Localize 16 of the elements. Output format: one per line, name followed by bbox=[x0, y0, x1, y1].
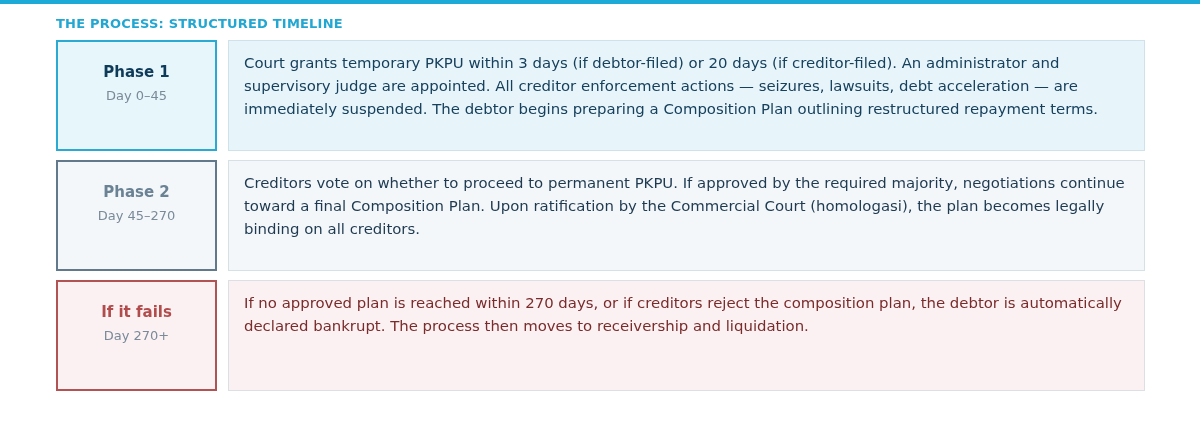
description-panel bbox=[228, 280, 1145, 391]
day-range: Day 270+ bbox=[103, 327, 170, 345]
phase-box bbox=[56, 160, 217, 271]
phase-title: Phase 1 bbox=[103, 62, 170, 82]
diagram-title: THE PROCESS: STRUCTURED TIMELINE bbox=[56, 16, 343, 31]
phase-title: If it fails bbox=[101, 302, 172, 322]
description-text: Creditors vote on whether to proceed to permanent PKPU. If approved by the required majority, negotiations continue toward a final Composition Plan. Upon ratification by the Commercial Court (homologasi), the plan becomes legally binding on all creditors. bbox=[244, 173, 1126, 240]
phase-box bbox=[56, 40, 217, 151]
phase-box bbox=[56, 280, 217, 391]
phase-title: Phase 2 bbox=[103, 182, 170, 202]
day-range: Day 0–45 bbox=[105, 87, 168, 105]
description-text: Court grants temporary PKPU within 3 days (if debtor-filed) or 20 days (if creditor-filed). An administrator and supervisory judge are appointed. All creditor enforcement actions — seizures, lawsuits, debt acceleration — are immediately suspended. The debtor begins preparing a Composition Plan outlining restructured repayment terms. bbox=[244, 53, 1099, 120]
description-panel bbox=[228, 160, 1145, 271]
description-text: If no approved plan is reached within 270 days, or if creditors reject the composition plan, the debtor is automatically declared bankrupt. The process then moves to receivership and liquidation. bbox=[244, 293, 1123, 337]
day-range: Day 45–270 bbox=[97, 207, 176, 225]
description-panel bbox=[228, 40, 1145, 151]
